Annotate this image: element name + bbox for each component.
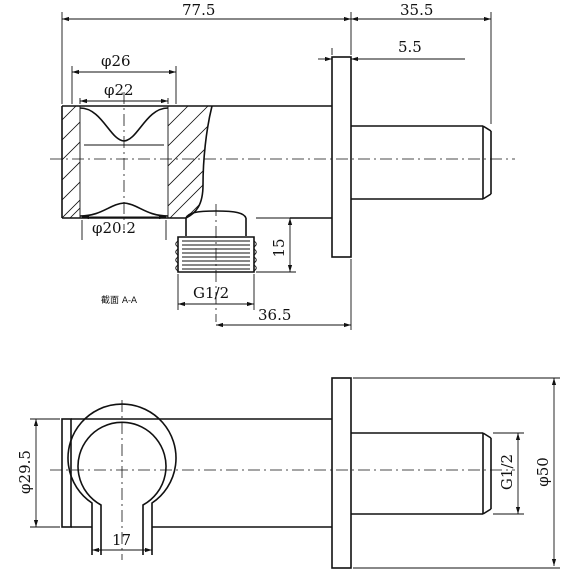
dim-thread-height: 15 bbox=[256, 217, 296, 273]
dim-side-width: 17 bbox=[92, 531, 152, 553]
dim-overall-length-text: 77.5 bbox=[182, 1, 215, 19]
dim-outlet-offset-text: 36.5 bbox=[258, 306, 291, 324]
body-outline bbox=[61, 105, 332, 219]
dim-flange-thickness: 5.5 bbox=[318, 38, 465, 62]
side-stem bbox=[351, 432, 492, 515]
dim-holder-length-text: 35.5 bbox=[400, 1, 433, 19]
side-view: φ29.5 17 G1/2 φ50 bbox=[16, 377, 560, 569]
dim-dia-inner-text: φ22 bbox=[104, 81, 134, 99]
dim-dia-outer: φ26 bbox=[71, 52, 177, 104]
dim-thread-size-text: G1/2 bbox=[193, 284, 229, 302]
dim-side-height-text: φ29.5 bbox=[16, 450, 34, 494]
wall-flange bbox=[331, 56, 352, 258]
dim-side-height: φ29.5 bbox=[16, 418, 60, 528]
dim-dia-outer-text: φ26 bbox=[101, 52, 131, 70]
dim-dia-bottom-text: φ20.2 bbox=[92, 219, 136, 237]
side-base-plate bbox=[61, 418, 72, 528]
dim-flange-dia-text: φ50 bbox=[534, 457, 552, 487]
holder-stem bbox=[351, 125, 492, 200]
side-flange bbox=[331, 377, 352, 569]
dim-flange-thickness-text: 5.5 bbox=[398, 38, 422, 56]
dim-flange-dia: φ50 bbox=[353, 377, 560, 569]
section-label: 截面 A-A bbox=[101, 294, 138, 306]
dim-thread-size: G1/2 bbox=[177, 274, 255, 310]
dim-holder-length: 35.5 bbox=[351, 1, 492, 124]
dim-outlet-offset: 36.5 bbox=[216, 259, 352, 330]
dim-thread-height-text: 15 bbox=[270, 238, 288, 257]
dim-dia-bottom: φ20.2 bbox=[81, 214, 167, 240]
dim-side-width-text: 17 bbox=[112, 531, 131, 549]
section-hatching bbox=[62, 106, 212, 218]
dim-dia-inner: φ22 bbox=[79, 81, 169, 104]
dim-overall-length: 77.5 bbox=[61, 1, 352, 104]
section-view: 77.5 35.5 5.5 φ26 φ22 bbox=[50, 1, 515, 330]
dim-side-thread-size: G1/2 bbox=[493, 432, 524, 515]
dim-side-thread-size-text: G1/2 bbox=[498, 454, 516, 490]
